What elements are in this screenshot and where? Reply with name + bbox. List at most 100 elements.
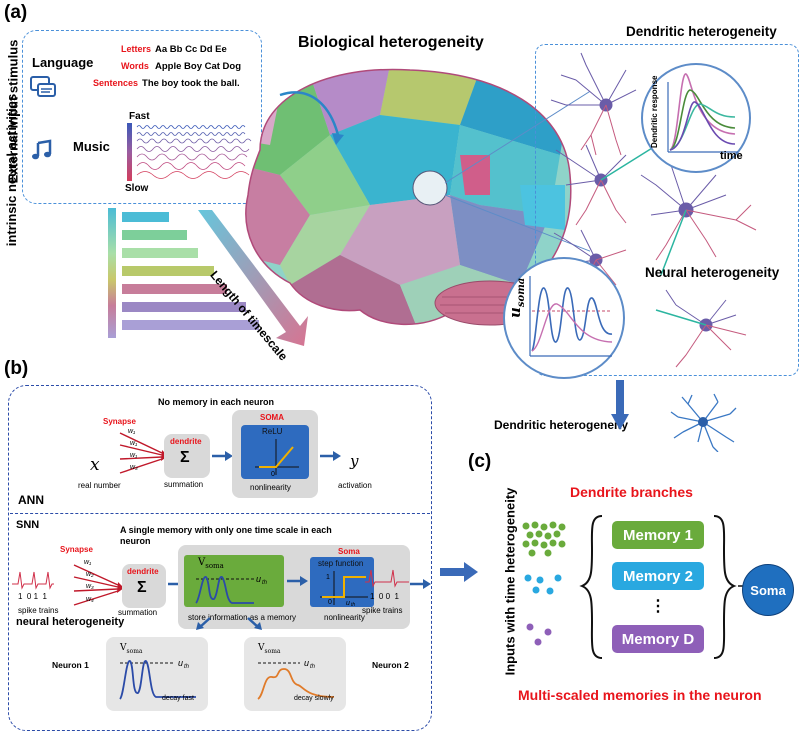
snn-title-line1: A single memory with only one time scale… [120,525,332,535]
snn-sum-symbol: Σ [137,579,147,596]
dendritic-heterogeneity-title: Dendritic heterogeneity [626,24,777,39]
snn-soma-label: Soma [338,547,360,556]
dendrite-branches-label: Dendrite branches [570,484,693,500]
activity-bar [122,284,227,294]
snn-nonlinearity-label: nonlinearity [324,613,365,622]
activity-bar [122,266,214,276]
ann-label: ANN [18,493,44,507]
memory-2-box: Memory 2 [612,562,704,590]
neuron1-label: Neuron 1 [52,660,89,670]
store-info-label: store information as a memory [188,613,297,622]
v-soma-subscript: soma [205,562,224,570]
u-soma-symbol: u [506,307,524,318]
arrow-right-icon [410,579,431,589]
neuron-drawings [550,52,757,368]
snn-synapse-label: Synapse [60,545,93,554]
sentences-value: The boy took the ball. [142,78,240,89]
neuron1-v-subscript: soma [126,647,143,655]
snn-dendrite-label: dendrite [127,567,159,576]
svg-text:1: 1 [326,574,330,581]
dendritic-response-label: Dendritic response [650,75,659,148]
arrow-right-icon [212,451,233,461]
v-soma-symbol: V [198,557,206,568]
svg-text:w₁: w₁ [84,559,92,566]
soma-circle: Soma [742,564,794,616]
chat-icon [30,76,56,97]
input-spike-bits: 1 0 1 1 [18,592,47,601]
arrow-down-left-icon [196,617,211,630]
arrow-right-icon [287,576,308,586]
snn-label: SNN [16,519,40,531]
neuron2-v-symbol: V [258,643,265,653]
input-spike-train [12,571,54,590]
activity-bars [108,208,308,346]
letters-value: Aa Bb Cc Dd Ee [155,44,227,55]
dendritic-neuron-icon [670,393,737,452]
svg-text:u: u [346,600,350,607]
v-soma-label: Vsoma [198,557,224,570]
music-label: Music [73,139,110,154]
svg-text:th: th [184,664,190,670]
svg-text:w₂: w₂ [86,571,94,578]
words-key: Words [121,61,149,71]
input-spike-trains-label: spike trains [18,606,59,615]
arrow-right-large-icon [440,562,478,582]
ann-dendrite-box: dendrite Σ [164,434,210,478]
svg-text:th: th [310,664,316,670]
activity-bar [122,230,187,240]
decay-fast-label: decay fast [162,695,194,702]
relu-label: ReLU [262,427,283,436]
ann-x-symbol: x [90,455,100,475]
svg-text:w₄: w₄ [86,596,94,603]
snn-title-line2: neuron [120,536,151,546]
bio-heterogeneity-title: Biological heterogeneity [298,34,484,51]
neuron1-v-symbol: V [120,643,127,653]
ann-soma-box: SOMA ReLU 0 nonlinearity [232,410,318,498]
words-value: Apple Boy Cat Dog [155,61,242,72]
neuron2-vsoma-label: Vsoma [258,643,280,655]
sentences-key: Sentences [93,78,139,88]
arrow-down-icon [611,380,629,430]
neural-heterogeneity-label: neural heterogeneity [16,616,125,628]
snn-title: A single memory with only one time scale… [120,525,332,547]
ann-nonlinearity-label: nonlinearity [250,483,291,492]
svg-text:w₁: w₁ [130,440,138,447]
heterogeneity-box [535,44,799,376]
relu-plot: ReLU 0 [241,425,309,479]
panel-b-box [8,385,432,731]
letters-key: Letters [121,44,152,54]
ann-dendrite-label: dendrite [170,437,202,446]
ann-summation-label: summation [164,480,204,489]
memory-1-box: Memory 1 [612,521,704,549]
soma-potential-plot [503,257,625,379]
arrow-down-right-icon [247,617,262,630]
u-soma-label: usoma [506,278,527,318]
decay-slowly-label: decay slowly [294,695,334,702]
panel-c-label: (c) [468,451,492,472]
neuron2-label: Neuron 2 [372,660,409,670]
svg-text:w₃: w₃ [130,464,138,471]
svg-text:w₃: w₃ [86,583,94,590]
snn-dendrite-box: dendrite Σ [122,564,166,608]
dendritic-response-plot [641,63,751,173]
memory-d-box: Memory D [612,625,704,653]
memory-ellipsis: ⋮ [650,598,666,615]
output-spike-trains-label: spike trains [362,606,403,615]
inputs-heterogeneity-label: Inputs with time heterogeneity [502,487,518,676]
step-function-label: step function [318,559,364,568]
activity-bar [122,320,259,330]
neuron1-vsoma-label: Vsoma [120,643,142,655]
activity-bar [122,212,169,222]
ann-sum-symbol: Σ [180,449,190,466]
panel-a-label: (a) [4,2,28,23]
svg-text:th: th [262,580,268,586]
real-number-label: real number [78,481,121,490]
